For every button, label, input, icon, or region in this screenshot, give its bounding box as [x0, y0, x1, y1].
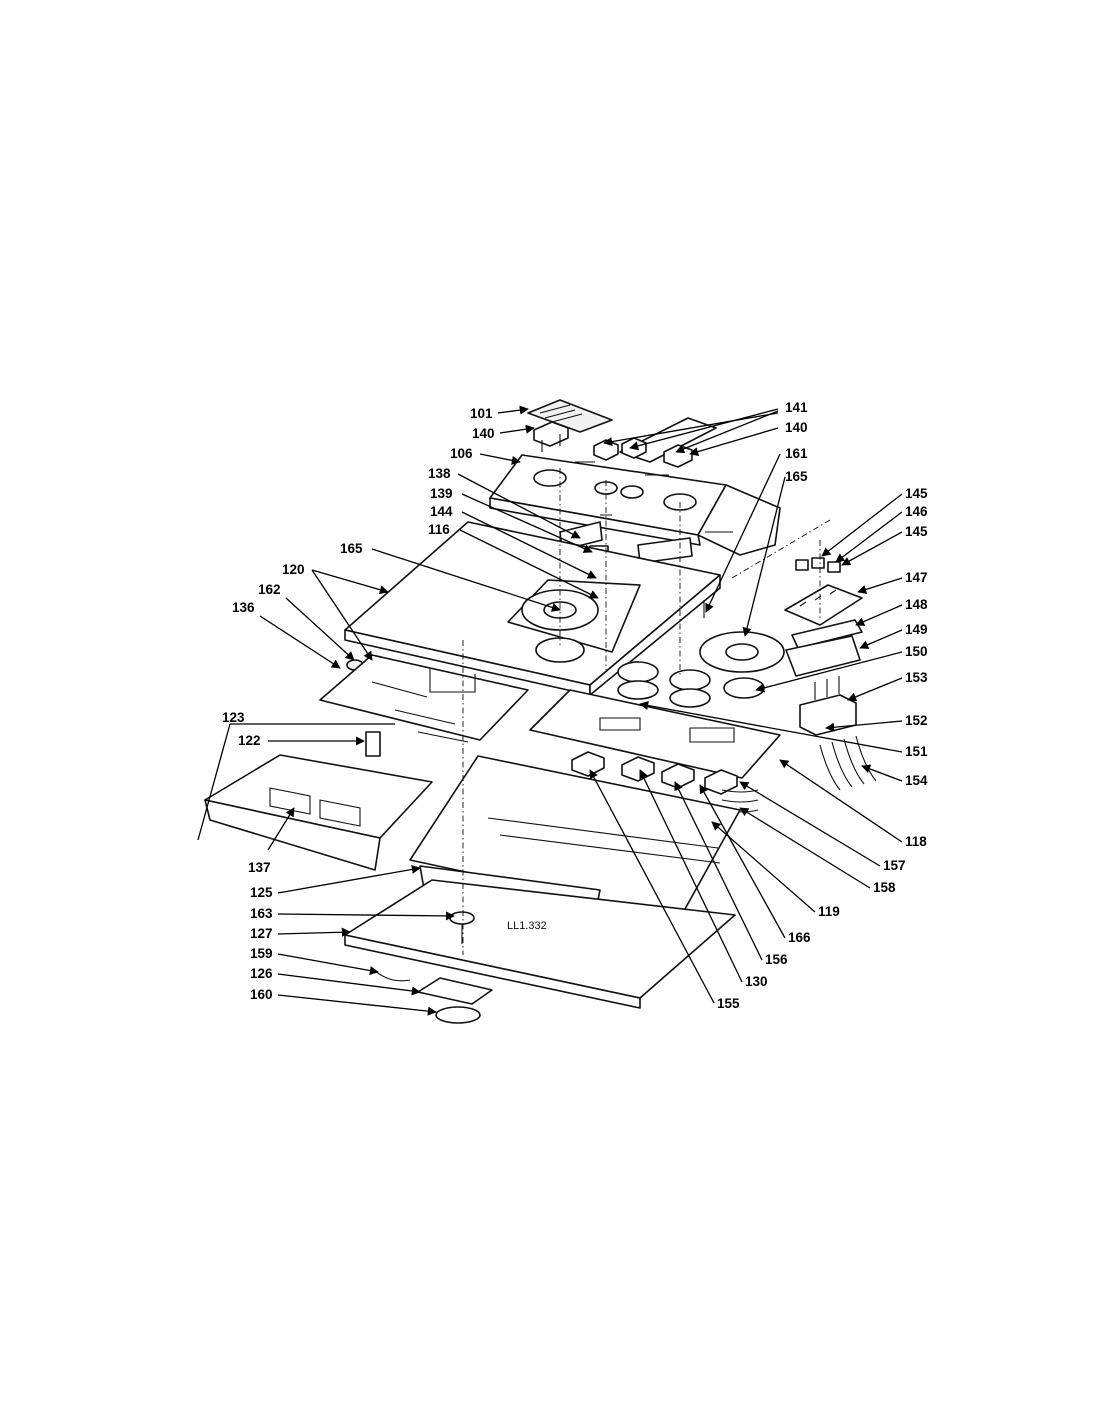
assembly-dash-lines	[462, 468, 831, 955]
part-140-knob-left	[533, 421, 569, 452]
callout-120: 120	[282, 562, 305, 577]
callout-150: 150	[905, 644, 928, 659]
part-122-pin	[365, 731, 381, 757]
callout-162: 162	[258, 582, 281, 597]
callout-101: 101	[470, 406, 493, 421]
callout-165-right: 165	[785, 469, 808, 484]
callout-125: 125	[250, 885, 273, 900]
callout-126: 126	[250, 966, 273, 981]
part-127-base	[344, 879, 736, 1009]
callout-153: 153	[905, 670, 928, 685]
callout-labels: 101 141 140 140 106 161 165 138 139 144 …	[222, 400, 928, 1011]
callout-156: 156	[765, 952, 788, 967]
callout-118: 118	[905, 834, 927, 849]
callout-146: 146	[905, 504, 928, 519]
part-160-plug	[435, 1006, 481, 1024]
part-154-wires	[819, 735, 877, 791]
callout-147: 147	[905, 570, 928, 585]
callout-159: 159	[250, 946, 273, 961]
callout-149: 149	[905, 622, 928, 637]
part-136-bracket	[319, 654, 529, 743]
callout-122: 122	[238, 733, 261, 748]
callout-151: 151	[905, 744, 928, 759]
callout-139: 139	[430, 486, 453, 501]
callout-158: 158	[873, 880, 896, 895]
part-106-control-panel	[489, 454, 781, 556]
callout-130: 130	[745, 974, 768, 989]
part-145-caps	[795, 557, 841, 573]
part-150-element-plates	[617, 661, 765, 708]
callout-123: 123	[222, 710, 245, 725]
part-159-hose	[371, 967, 411, 982]
part-118-chassis-tray	[529, 689, 781, 779]
callout-148: 148	[905, 597, 928, 612]
callout-136: 136	[232, 600, 255, 615]
callout-119: 119	[818, 904, 840, 919]
callout-154: 154	[905, 773, 928, 788]
callout-165-left: 165	[340, 541, 363, 556]
callout-152: 152	[905, 713, 928, 728]
part-123-dispenser-drawer	[204, 754, 433, 871]
illustration	[204, 399, 877, 1024]
callout-106: 106	[450, 446, 473, 461]
callout-145-bottom: 145	[905, 524, 928, 539]
callout-161: 161	[785, 446, 808, 461]
callout-163: 163	[250, 906, 273, 921]
part-165-hotplate-right	[699, 631, 785, 673]
callout-141: 141	[785, 400, 808, 415]
drawing-reference-stamp: LL1.332	[507, 920, 547, 932]
part-148-switch-panel	[791, 619, 863, 649]
callout-127: 127	[250, 926, 273, 941]
callout-140-right: 140	[785, 420, 808, 435]
callout-145-top: 145	[905, 486, 928, 501]
callout-116: 116	[428, 522, 450, 537]
callout-138: 138	[428, 466, 451, 481]
callout-137: 137	[248, 860, 271, 875]
callout-157: 157	[883, 858, 906, 873]
callout-160: 160	[250, 987, 273, 1002]
callout-144: 144	[430, 504, 453, 519]
callout-140-left: 140	[472, 426, 495, 441]
part-126-drain	[417, 977, 493, 1005]
callout-155: 155	[717, 996, 740, 1011]
callout-166: 166	[788, 930, 811, 945]
part-149-switch-housing	[785, 635, 861, 677]
part-147-selector-board	[784, 584, 863, 626]
leader-lines	[197, 405, 903, 1016]
part-130-regulators	[571, 751, 738, 795]
